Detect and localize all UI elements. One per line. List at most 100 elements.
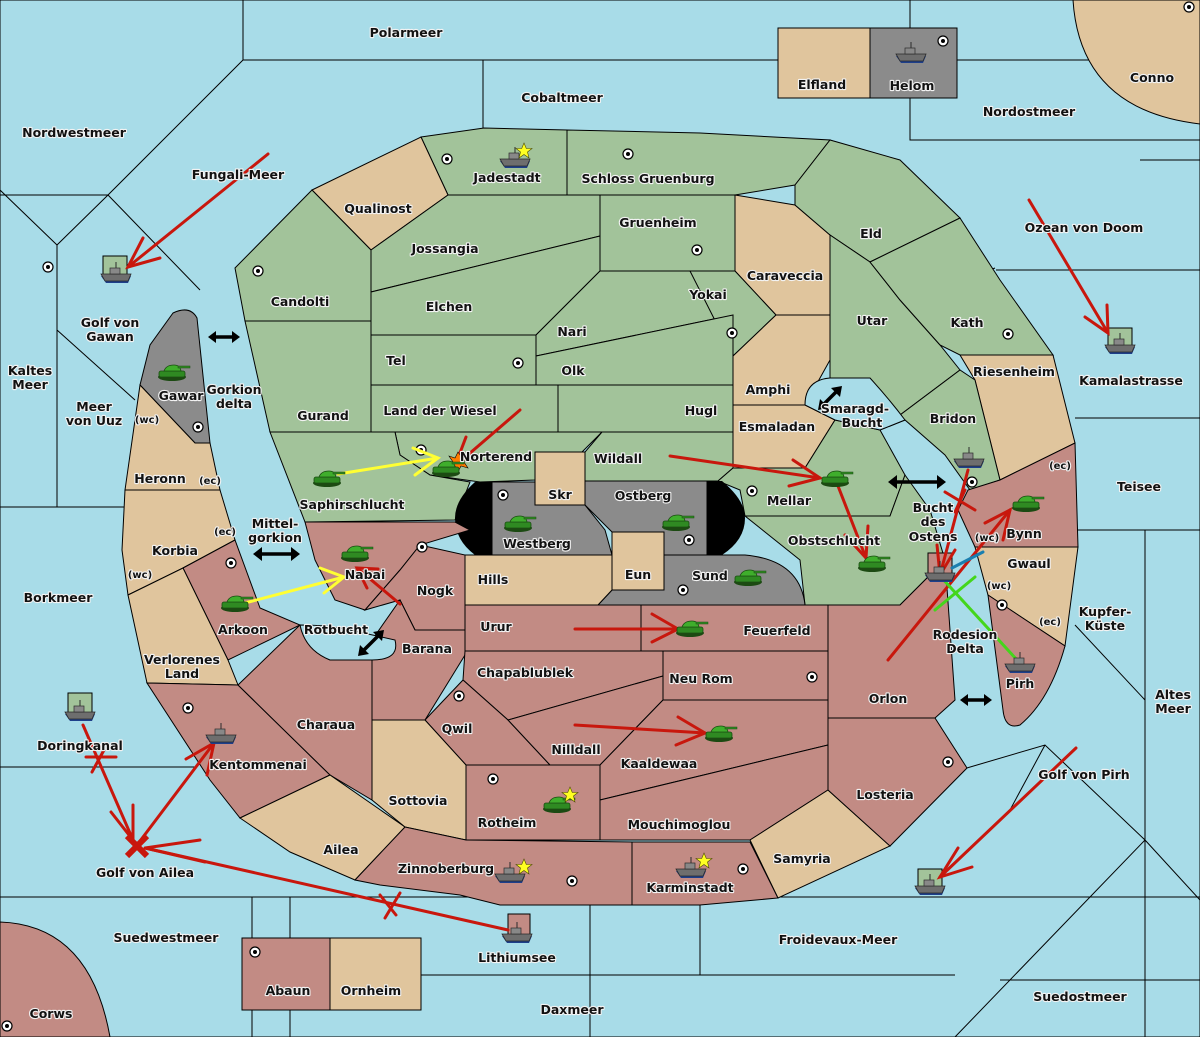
supply-center-icon [497,489,509,501]
territory-losteria[interactable] [827,717,968,847]
cut-mark [90,748,106,774]
label-korbia: Korbia [152,543,198,558]
label-land-der-wiesel: Land der Wiesel [383,403,496,418]
coast-tag-ec: (ec) [1049,461,1071,472]
territory-verlorenes-land[interactable] [127,567,239,686]
double-arrow-icon [960,694,992,706]
label-eld: Eld [860,226,882,241]
label-altes-meer-1: Altes [1155,687,1191,702]
territory-gruenheim[interactable] [599,194,736,272]
supply-center-icon [726,327,738,339]
supply-center-icon [683,534,695,546]
label-olk: Olk [561,363,585,378]
label-golf-von-pirh: Golf von Pirh [1038,767,1129,782]
label-gawar: Gawar [159,388,205,403]
hold-order-line [950,550,985,570]
label-smaragd-bucht-1: Smaragd- [821,401,889,416]
label-orlon: Orlon [869,691,908,706]
impassable-west [455,482,492,555]
supply-center-icon [252,265,264,277]
territory-heronn[interactable] [124,383,221,491]
label-suedwestmeer: Suedwestmeer [114,930,220,945]
coast-tag-ec: (ec) [199,476,221,487]
move-order-arrow [936,746,1078,880]
supply-center-icon [966,476,978,488]
territory-eun[interactable] [611,531,665,591]
label-ailea: Ailea [323,842,358,857]
label-qualinost: Qualinost [344,201,411,216]
label-elfland: Elfland [798,77,846,92]
double-arrow-icon [208,331,240,343]
label-neu-rom: Neu Rom [669,671,732,686]
land-labels: Elfland Helom Conno Jadestadt Schloss Gr… [28,69,1175,1022]
label-candolti: Candolti [271,294,330,309]
label-zinnoberburg: Zinnoberburg [398,861,494,876]
supply-center-icon [937,35,949,47]
label-sottovia: Sottovia [389,793,448,808]
label-froidevaux-meer: Froidevaux-Meer [779,932,898,947]
supply-center-icon [942,756,954,768]
coast-tag-ec: (ec) [214,527,236,538]
label-heronn: Heronn [134,471,186,486]
label-feuerfeld: Feuerfeld [743,623,810,638]
label-gurand: Gurand [297,408,349,423]
supply-center-icon [487,773,499,785]
label-nabai: Nabai [345,567,386,582]
territory-pirh[interactable] [987,593,1066,727]
territory-mellar[interactable] [717,419,906,517]
label-ostberg: Ostberg [615,488,672,503]
coast-tag-wc: (wc) [975,533,999,544]
support-order-arrow [243,566,347,605]
passage-arrows [208,331,992,706]
supply-center-icon [453,690,465,702]
label-suedostmeer: Suedostmeer [1033,989,1127,1004]
label-meer-von-uuz-1: Meer [76,399,112,414]
label-barana: Barana [402,641,452,656]
supply-center-icon [737,863,749,875]
label-golf-von-ailea: Golf von Ailea [96,865,194,880]
label-verlorenes-land-2: Land [165,666,199,681]
label-bridon: Bridon [930,411,976,426]
label-doringkanal: Doringkanal [37,738,123,753]
territory-skr[interactable] [534,451,586,506]
label-abaun: Abaun [266,983,311,998]
territory-ornheim[interactable] [329,937,422,1011]
label-yokai: Yokai [688,287,727,302]
label-bucht-des-ostens-2: des [921,514,946,529]
supply-center-icon [566,875,578,887]
label-tel: Tel [386,353,406,368]
label-caraveccia: Caraveccia [747,268,823,283]
label-kupfer-kueste-1: Kupfer- [1079,604,1132,619]
move-order-arrow [354,566,402,606]
territory-conno[interactable] [1072,0,1200,125]
label-borkmeer: Borkmeer [24,590,94,605]
label-losteria: Losteria [856,787,913,802]
label-kath: Kath [951,315,984,330]
label-altes-meer-2: Meer [1155,701,1191,716]
label-samyria: Samyria [773,851,831,866]
label-rotheim: Rotheim [478,815,537,830]
label-golf-von-gawan-2: Gawan [86,329,134,344]
label-polarmeer: Polarmeer [370,25,444,40]
supply-center-icon [1002,328,1014,340]
label-eun: Eun [625,567,651,582]
label-nari: Nari [557,324,586,339]
label-meer-von-uuz-2: von Uuz [66,413,122,428]
label-jossangia: Jossangia [410,241,478,256]
label-gruenheim: Gruenheim [619,215,696,230]
label-mouchimoglou: Mouchimoglou [628,817,731,832]
supply-center-icon [746,485,758,497]
supply-center-icon [416,541,428,553]
territory-karminstadt[interactable] [631,841,779,906]
label-golf-von-gawan-1: Golf von [81,315,140,330]
label-cobaltmeer: Cobaltmeer [521,90,603,105]
label-rotbucht: Rotbucht [304,622,368,637]
label-saphirschlucht: Saphirschlucht [300,497,405,512]
move-order-arrow [143,838,510,932]
label-arkoon: Arkoon [218,622,268,637]
label-mellar: Mellar [767,493,812,508]
coast-tags: (wc) (ec) (ec) (wc) (ec) (wc) (wc) (ec) [127,414,1072,629]
territory-elfland[interactable] [777,27,871,99]
move-order-arrow [573,715,709,747]
